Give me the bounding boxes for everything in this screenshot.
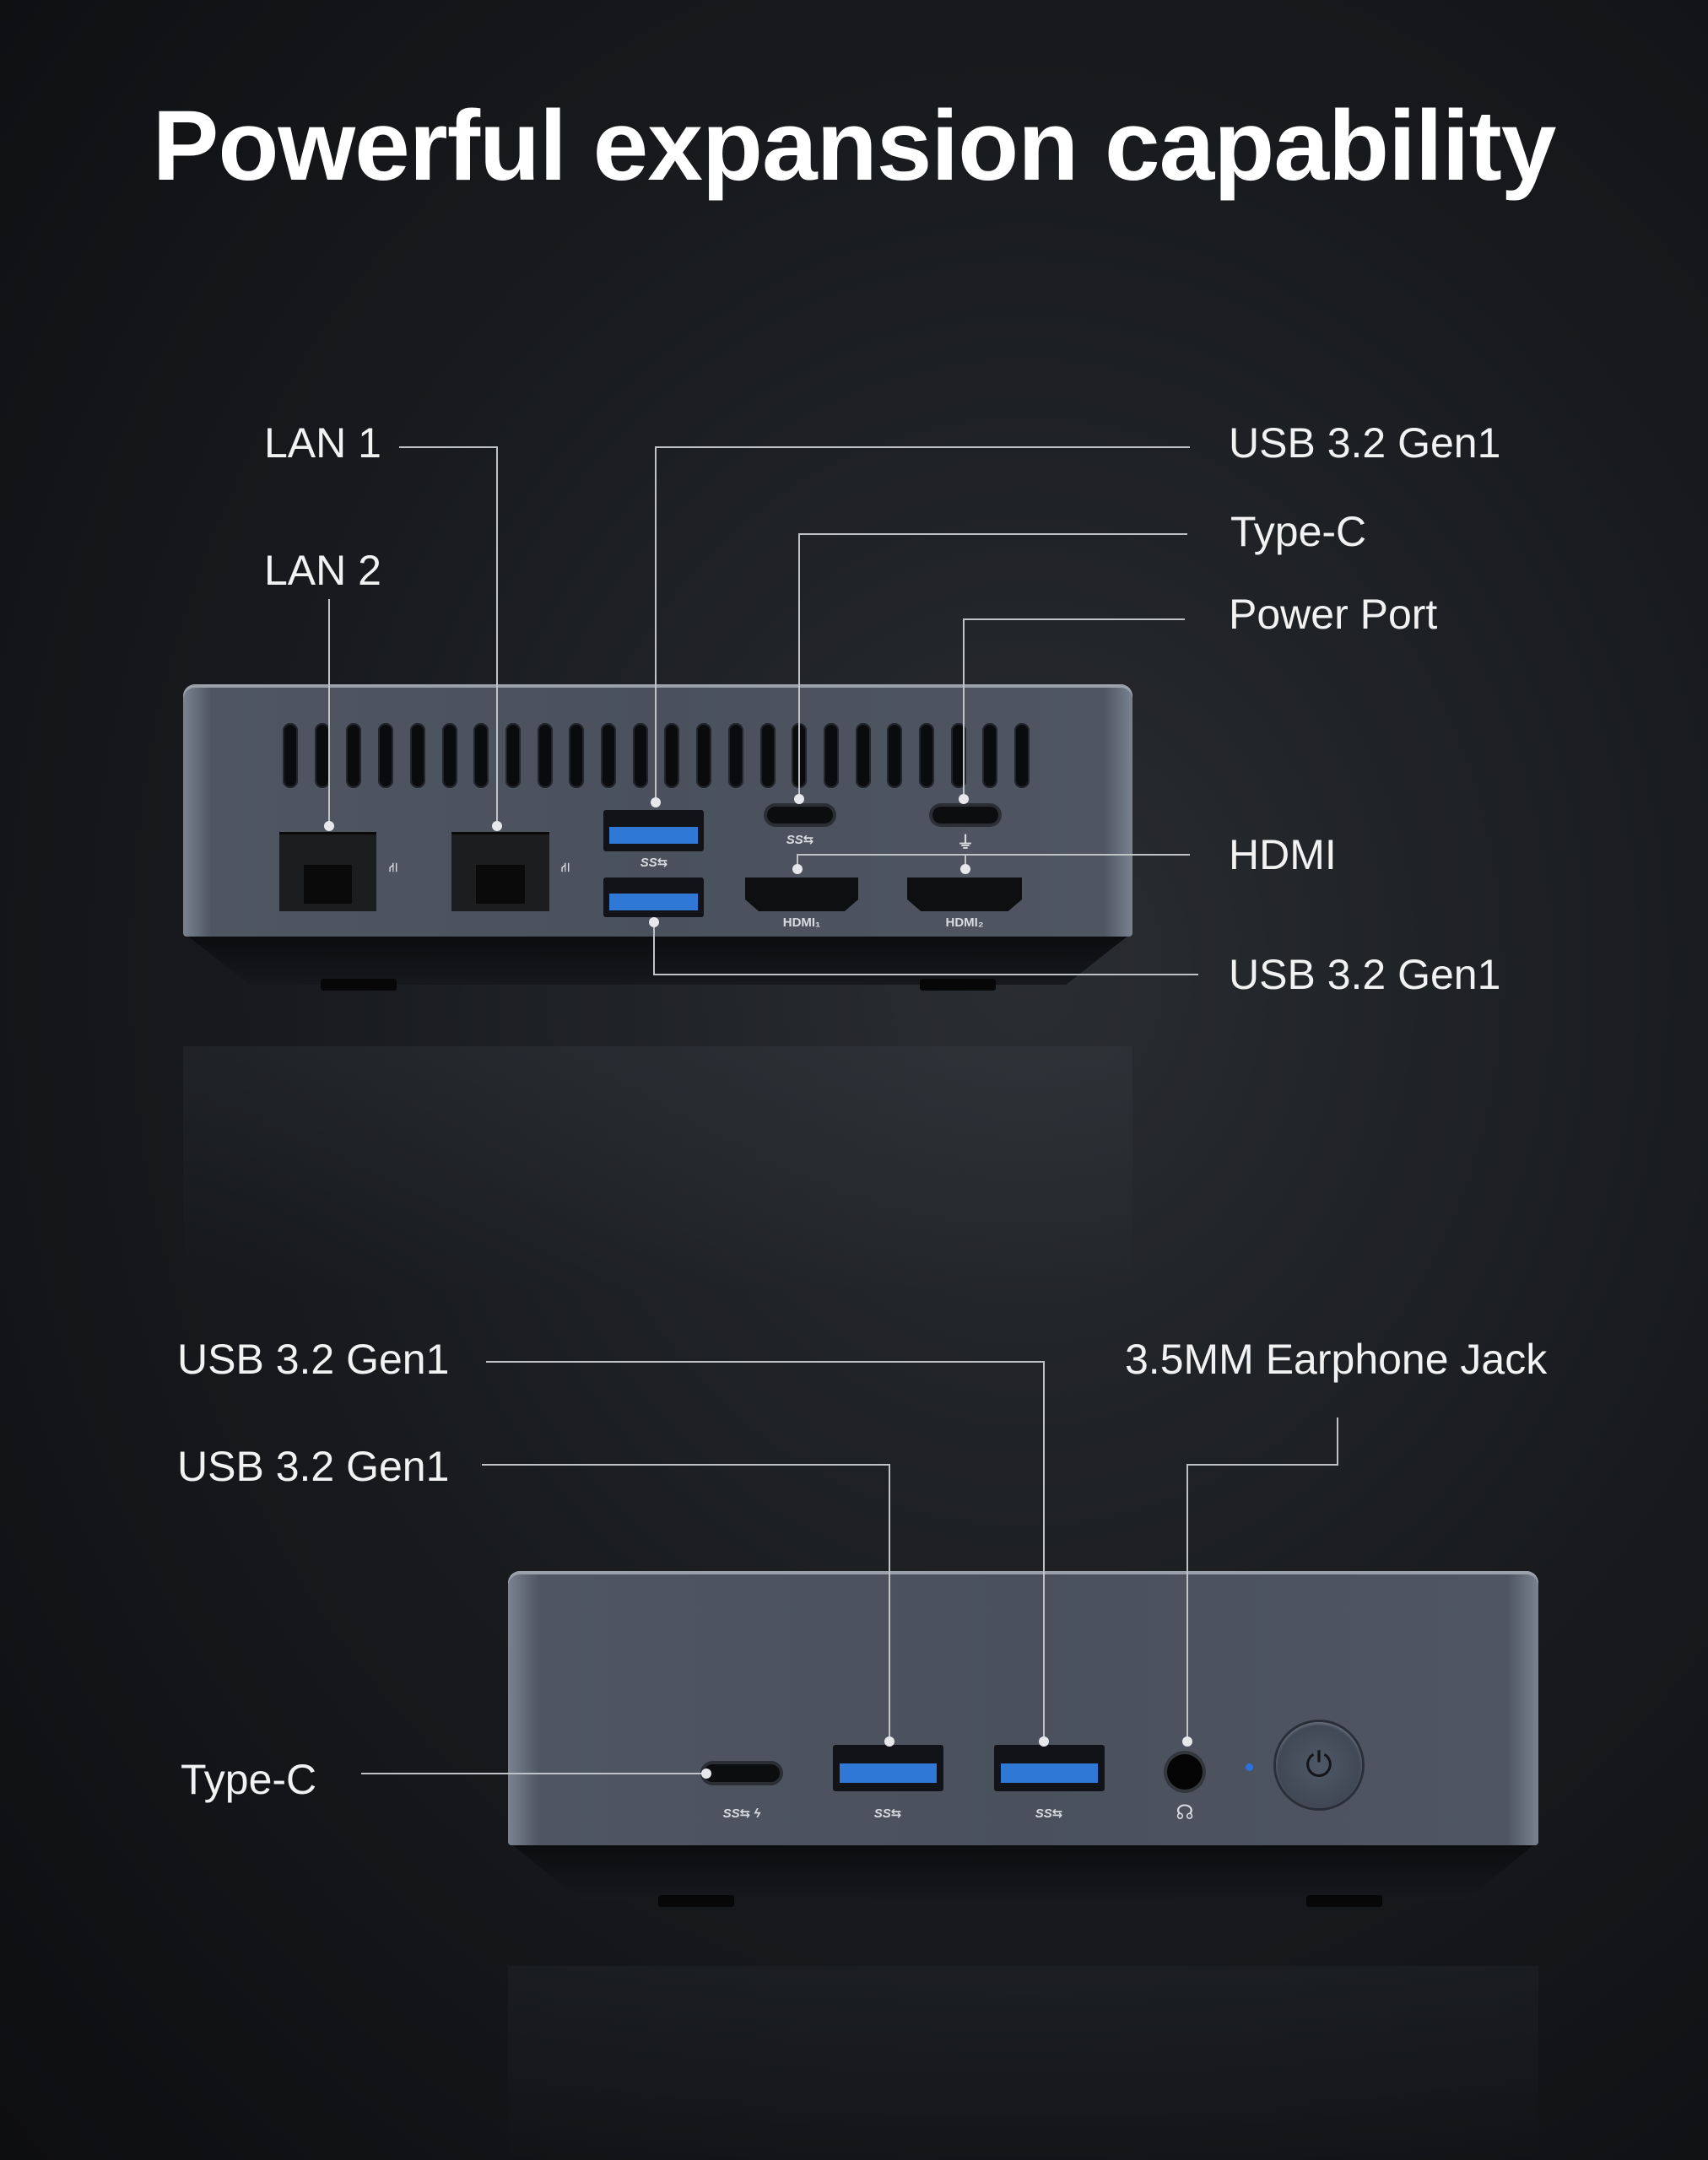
vent-slot <box>887 723 903 788</box>
hdmi1-mark: HDMI₁ <box>782 915 821 930</box>
vent-slot <box>314 723 330 788</box>
lan-icon: ⛙ <box>388 861 398 875</box>
typec-port <box>767 807 833 824</box>
foot <box>920 979 996 991</box>
vent-slot <box>759 723 776 788</box>
vent-slot <box>696 723 712 788</box>
ss-mark: SS⇆ <box>873 1806 902 1821</box>
label-lan1: LAN 1 <box>264 419 381 467</box>
label-front-typec: Type-C <box>181 1756 317 1803</box>
vent-slot <box>537 723 553 788</box>
foot <box>1306 1895 1382 1907</box>
foot <box>321 979 397 991</box>
status-led <box>1246 1763 1253 1771</box>
vent-slot <box>601 723 616 788</box>
label-typec: Type-C <box>1230 508 1367 555</box>
plug-icon: ⏚ <box>957 834 974 852</box>
label-front-usb-a: USB 3.2 Gen1 <box>177 1336 450 1383</box>
label-usb-bottom: USB 3.2 Gen1 <box>1229 951 1501 998</box>
label-lan2: LAN 2 <box>264 547 381 594</box>
vent-slot <box>441 723 457 788</box>
reflection <box>183 1046 1132 1291</box>
earphone-jack <box>1167 1754 1203 1790</box>
vent-slot <box>982 723 998 788</box>
front-panel <box>508 1571 1538 1845</box>
vent-slot <box>919 723 934 788</box>
vent-slot <box>505 723 521 788</box>
vent-slot <box>409 723 425 788</box>
vent-slot <box>378 723 394 788</box>
hdmi2-port <box>907 878 1022 911</box>
label-front-usb-b: USB 3.2 Gen1 <box>177 1443 450 1490</box>
device-base <box>183 932 1132 985</box>
vent-slot <box>346 723 362 788</box>
lan-icon: ⛙ <box>560 861 570 875</box>
vent-slot <box>727 723 743 788</box>
vent-slot <box>1014 723 1030 788</box>
vent-slot <box>823 723 839 788</box>
usb-a-port-top <box>603 810 704 851</box>
device-base <box>508 1841 1538 1900</box>
label-earphone-jack: 3.5MM Earphone Jack <box>1125 1336 1548 1383</box>
vent-slot <box>632 723 648 788</box>
ss-mark: SS⇆ <box>786 833 814 847</box>
lan2-port <box>451 832 549 911</box>
power-port <box>932 807 998 824</box>
reflection <box>508 1966 1538 2160</box>
ss-mark: SS⇆ <box>640 856 668 870</box>
vent-slot <box>473 723 489 788</box>
vent-slot <box>855 723 871 788</box>
power-icon: ⏻ <box>1305 1746 1332 1784</box>
ss-mark: SS⇆ <box>1035 1806 1063 1821</box>
vent-slot <box>569 723 585 788</box>
label-hdmi: HDMI <box>1229 831 1337 878</box>
front-typec-port <box>704 1764 780 1782</box>
vent-slot <box>664 723 680 788</box>
hdmi1-port <box>745 878 858 911</box>
power-button[interactable]: ⏻ <box>1276 1722 1362 1808</box>
usb-a-port-bottom <box>603 878 704 917</box>
front-usb-a-port-1 <box>833 1745 943 1791</box>
label-usb-top: USB 3.2 Gen1 <box>1229 419 1501 467</box>
vent-slot <box>950 723 966 788</box>
vent-slot <box>283 723 298 788</box>
hdmi2-mark: HDMI₂ <box>945 915 984 930</box>
label-power-port: Power Port <box>1229 591 1438 638</box>
front-usb-a-port-2 <box>994 1745 1105 1791</box>
page-title: Powerful expansion capability <box>152 90 1557 202</box>
foot <box>658 1895 734 1907</box>
ss-charge-mark: SS⇆ ϟ <box>722 1806 761 1821</box>
headphone-icon: ☊ <box>1176 1801 1194 1824</box>
lan1-port <box>279 832 376 911</box>
